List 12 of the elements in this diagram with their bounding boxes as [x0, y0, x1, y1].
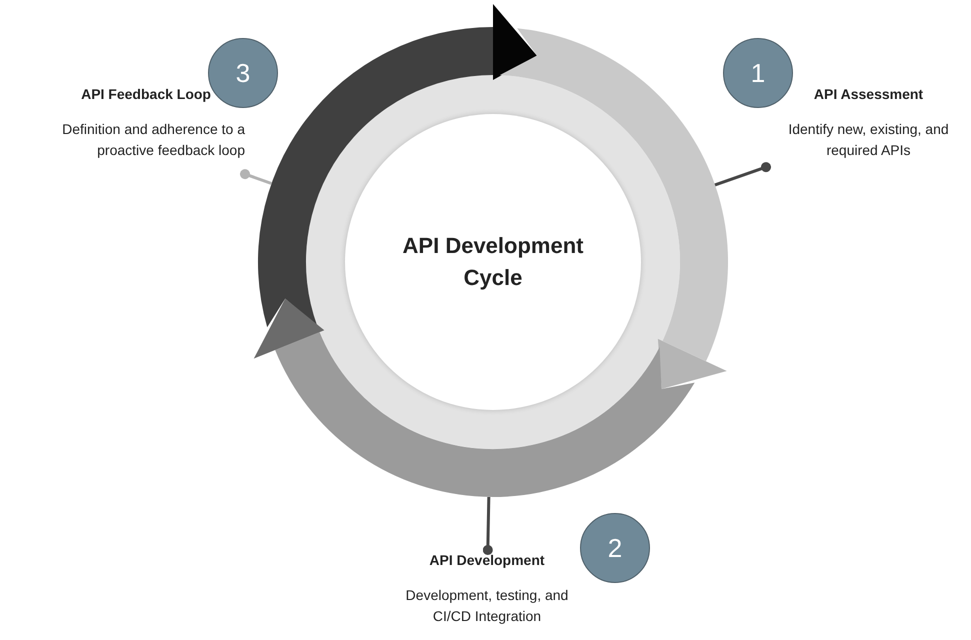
cycle-title: API Development Cycle — [402, 232, 584, 292]
step-description: Development, testing, and CI/CD Integration — [404, 586, 570, 626]
leader-line — [240, 169, 272, 185]
leader-line — [482, 496, 493, 555]
step-description: Definition and adherence to a proactive feedback loop — [61, 120, 245, 160]
step-heading: API Assessment — [812, 85, 924, 104]
cycle-ring-segment — [254, 298, 695, 497]
step-number-badge: 2 — [580, 513, 650, 583]
step-description: Identify new, existing, and required APIs — [787, 120, 950, 160]
leader-line — [714, 162, 771, 186]
step-heading: API Development — [428, 551, 546, 570]
step-number-badge: 1 — [723, 38, 793, 108]
